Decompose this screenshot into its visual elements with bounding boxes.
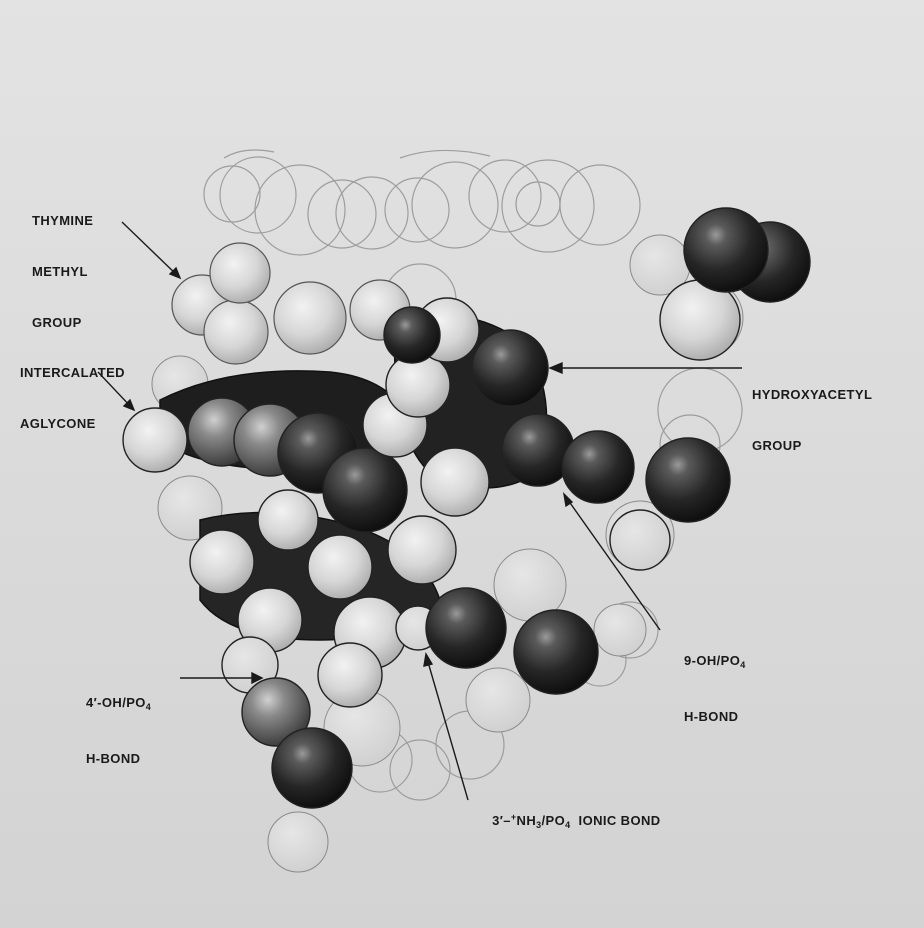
hydroxyacetyl-chain bbox=[562, 431, 730, 570]
label-9oh-line2: H-BOND bbox=[684, 708, 746, 725]
label-9oh-hbond: 9-OH/PO4 H-BOND bbox=[684, 618, 746, 759]
label-4oh-line1: 4′-OH/PO4 bbox=[86, 694, 151, 716]
label-intercalated-aglycone: INTERCALATED AGLYCONE bbox=[20, 330, 125, 466]
label-4oh-hbond: 4′-OH/PO4 H-BOND bbox=[86, 660, 151, 801]
label-9oh-line1: 9-OH/PO4 bbox=[684, 652, 746, 674]
label-4oh-prefix: 4 bbox=[86, 695, 94, 710]
label-intercalated-line1: INTERCALATED bbox=[20, 364, 125, 381]
label-hydroxyacetyl-group: HYDROXYACETYL GROUP bbox=[752, 352, 872, 488]
label-ionic-slash: /PO bbox=[542, 813, 566, 828]
upper-right-cluster bbox=[660, 208, 810, 360]
label-intercalated-line2: AGLYCONE bbox=[20, 415, 125, 432]
label-4oh-sub: 4 bbox=[146, 702, 151, 712]
label-4oh-line2: H-BOND bbox=[86, 750, 151, 767]
label-thymine-line2: METHYL bbox=[32, 263, 93, 280]
label-ionic-suffix: IONIC BOND bbox=[571, 813, 661, 828]
label-9oh-prefix: 9-OH/PO bbox=[684, 653, 740, 668]
label-thymine-line3: GROUP bbox=[32, 314, 93, 331]
label-hydroxyacetyl-line2: GROUP bbox=[752, 437, 872, 454]
label-ionic-nh: NH bbox=[517, 813, 537, 828]
label-hydroxyacetyl-line1: HYDROXYACETYL bbox=[752, 386, 872, 403]
label-ionic-prefix: 3 bbox=[492, 813, 500, 828]
label-ionic-dash: – bbox=[503, 813, 511, 828]
label-ionic-bond: 3′–+NH3/PO4 IONIC BOND bbox=[476, 792, 661, 851]
thymine-atoms bbox=[172, 243, 410, 364]
label-thymine-line1: THYMINE bbox=[32, 212, 93, 229]
label-4oh-mid: -OH/PO bbox=[97, 695, 146, 710]
label-9oh-sub: 4 bbox=[740, 660, 745, 670]
